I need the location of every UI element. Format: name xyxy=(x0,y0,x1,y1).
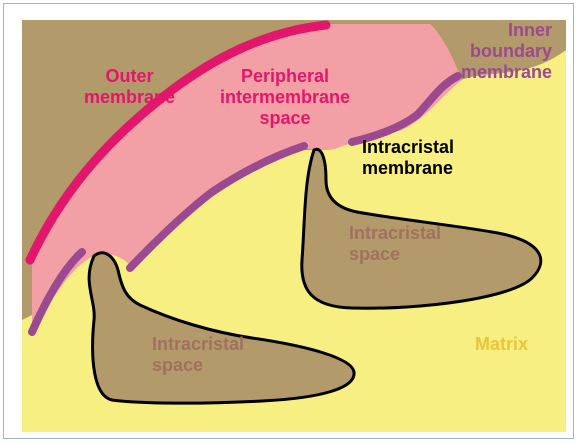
inner-boundary-label-line: boundary xyxy=(461,41,552,62)
intracristal-membrane-label-line: membrane xyxy=(362,158,454,179)
inner-boundary-membrane-label: Inner boundary membrane xyxy=(461,20,552,83)
intracristal-space-label-line: Intracristal xyxy=(152,334,244,355)
intracristal-membrane-label-line: Intracristal xyxy=(362,137,454,158)
intracristal-membrane-label: Intracristal membrane xyxy=(362,137,454,179)
outer-membrane-label: Outer membrane xyxy=(84,66,175,108)
intracristal-space-upper-label: Intracristal space xyxy=(349,223,441,265)
intracristal-space-label-line: space xyxy=(152,355,244,376)
peripheral-space-label: Peripheral intermembrane space xyxy=(220,66,350,129)
outer-membrane-label-line: membrane xyxy=(84,87,175,108)
intracristal-space-label-line: space xyxy=(349,244,441,265)
matrix-label: Matrix xyxy=(475,334,528,355)
diagram-panel: Outer membrane Peripheral intermembrane … xyxy=(22,20,566,432)
peripheral-space-label-line: space xyxy=(220,108,350,129)
intracristal-space-label-line: Intracristal xyxy=(349,223,441,244)
intracristal-space-lower-label: Intracristal space xyxy=(152,334,244,376)
figure-frame: Outer membrane Peripheral intermembrane … xyxy=(3,3,574,439)
outer-membrane-label-line: Outer xyxy=(84,66,175,87)
peripheral-space-label-line: intermembrane xyxy=(220,87,350,108)
inner-boundary-label-line: Inner xyxy=(461,20,552,41)
inner-boundary-label-line: membrane xyxy=(461,62,552,83)
peripheral-space-label-line: Peripheral xyxy=(220,66,350,87)
